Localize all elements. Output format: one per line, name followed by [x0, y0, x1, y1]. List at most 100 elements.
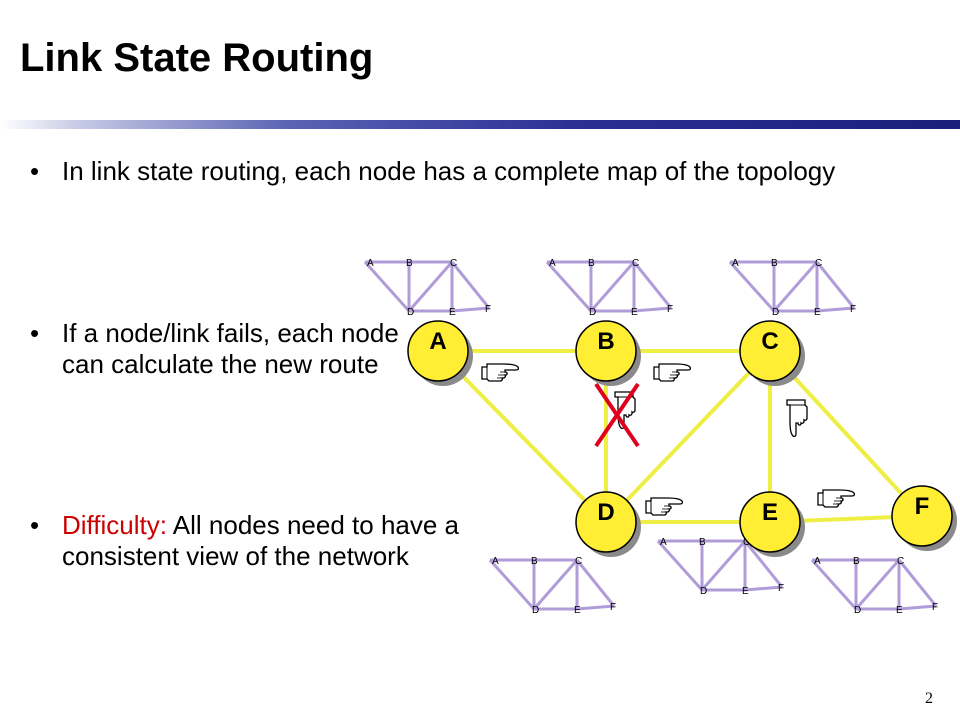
- bullet-dot: •: [30, 510, 40, 540]
- network-nodes: A B C D E F: [407, 320, 957, 557]
- pointing-hand-icon: [817, 489, 856, 508]
- node-label: F: [915, 493, 930, 520]
- node-f: F: [891, 485, 957, 551]
- node-label: E: [762, 499, 778, 526]
- topology-map: A B C D E F: [545, 258, 673, 318]
- node-label: C: [761, 328, 778, 355]
- map-link-C-F: [575, 559, 616, 607]
- map-label-f: F: [485, 304, 491, 315]
- map-link-A-D: [728, 260, 776, 313]
- map-label-e: E: [631, 307, 638, 318]
- link-A-D: [436, 349, 608, 524]
- map-label-a: A: [367, 258, 374, 269]
- map-label-a: A: [814, 556, 821, 567]
- link-C-D: [604, 349, 772, 524]
- map-label-c: C: [575, 556, 582, 567]
- pointing-hand-icon: [645, 497, 684, 516]
- node-e: E: [739, 491, 805, 557]
- map-label-a: A: [549, 258, 556, 269]
- pointing-hand-icon: [653, 363, 692, 382]
- map-label-e: E: [449, 307, 456, 318]
- map-label-c: C: [632, 258, 639, 269]
- map-label-f: F: [778, 583, 784, 594]
- node-b: B: [575, 320, 641, 386]
- map-label-d: D: [589, 307, 596, 318]
- node-circle: [891, 485, 953, 547]
- node-label: D: [597, 499, 614, 526]
- map-link-A-D: [363, 260, 411, 313]
- message-hands: [481, 363, 856, 516]
- map-label-b: B: [588, 258, 595, 269]
- bullet-2: • If a node/link fails, each node can ca…: [30, 318, 430, 380]
- map-link-C-F: [897, 559, 938, 607]
- map-link-A-D: [810, 558, 858, 611]
- map-label-b: B: [699, 537, 706, 548]
- failure-mark: [594, 382, 640, 448]
- map-link-C-F: [632, 261, 673, 309]
- map-link-C-F: [743, 540, 784, 588]
- map-label-f: F: [667, 304, 673, 315]
- node-c: C: [739, 320, 805, 386]
- map-label-f: F: [850, 304, 856, 315]
- map-link-C-D: [772, 261, 819, 312]
- node-a: A: [407, 320, 473, 386]
- map-label-b: B: [771, 258, 778, 269]
- difficulty-text: All nodes need to have a consistent view…: [62, 510, 460, 571]
- difficulty-label: Difficulty:: [62, 510, 167, 540]
- map-link-C-D: [854, 559, 901, 610]
- node-circle: [407, 320, 469, 382]
- map-link-E-F: [816, 306, 855, 313]
- node-circle: [739, 320, 801, 382]
- bullet-2-text: If a node/link fails, each node can calc…: [62, 318, 399, 379]
- bullet-1-text: In link state routing, each node has a c…: [62, 156, 836, 186]
- map-label-a: A: [732, 258, 739, 269]
- map-label-d: D: [854, 605, 861, 616]
- bullet-1: • In link state routing, each node has a…: [30, 156, 910, 187]
- x-stroke: [594, 382, 640, 448]
- bullet-dot: •: [30, 318, 40, 348]
- bullet-3: • Difficulty: All nodes need to have a c…: [30, 510, 500, 572]
- page-number: 2: [925, 690, 933, 707]
- map-label-d: D: [407, 307, 414, 318]
- map-label-e: E: [742, 586, 749, 597]
- map-label-e: E: [814, 307, 821, 318]
- map-link-A-D: [545, 260, 593, 313]
- topology-map: A B C D E F: [810, 556, 938, 616]
- map-label-a: A: [660, 537, 667, 548]
- map-link-E-F: [744, 585, 783, 592]
- node-d: D: [575, 491, 641, 557]
- map-link-C-F: [450, 261, 491, 309]
- topology-map: A B C D E F: [363, 258, 491, 318]
- map-label-d: D: [532, 605, 539, 616]
- map-label-b: B: [531, 556, 538, 567]
- node-circle: [739, 491, 801, 553]
- map-label-b: B: [406, 258, 413, 269]
- map-link-C-D: [700, 540, 747, 591]
- map-link-A-D: [656, 539, 704, 592]
- map-label-f: F: [610, 602, 616, 613]
- bullet-3-text: Difficulty: All nodes need to have a con…: [30, 510, 500, 572]
- x-mark-icon: [594, 382, 640, 448]
- map-label-c: C: [450, 258, 457, 269]
- map-link-C-D: [407, 261, 454, 312]
- topology-map: A B C D E F: [728, 258, 856, 318]
- map-label-c: C: [815, 258, 822, 269]
- pointing-hand-icon: [786, 399, 808, 438]
- map-link-C-F: [815, 261, 856, 309]
- map-label-e: E: [896, 605, 903, 616]
- slide-title: Link State Routing: [20, 36, 374, 80]
- node-circle: [575, 320, 637, 382]
- map-label-b: B: [853, 556, 860, 567]
- map-link-E-F: [633, 306, 672, 313]
- pointing-hand-icon: [481, 363, 520, 382]
- map-link-E-F: [451, 306, 490, 313]
- map-label-a: A: [492, 556, 499, 567]
- map-link-E-F: [576, 604, 615, 611]
- map-label-f: F: [932, 602, 938, 613]
- map-label-d: D: [772, 307, 779, 318]
- map-label-c: C: [897, 556, 904, 567]
- link-C-F: [768, 349, 924, 518]
- node-circle: [575, 491, 637, 553]
